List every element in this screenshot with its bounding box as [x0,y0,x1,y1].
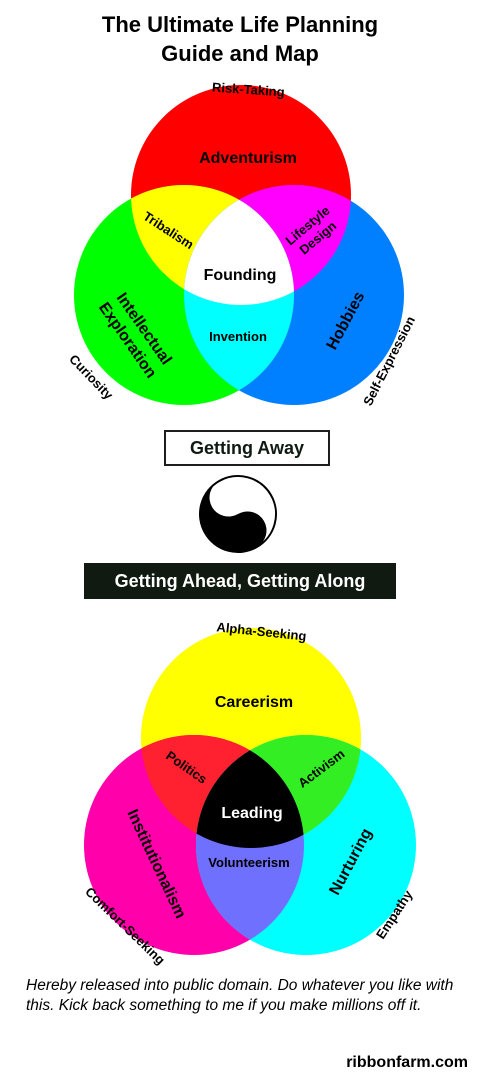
label-founding: Founding [204,267,277,284]
brand-link[interactable]: ribbonfarm.com [346,1054,468,1071]
getting-away-box: Getting Away [164,430,330,466]
top-venn-diagram: Adventurism Tribalism Lifestyle Design F… [66,79,418,408]
label-invention: Invention [209,329,267,344]
page-title: The Ultimate Life Planning Guide and Map [0,10,480,68]
getting-ahead-box: Getting Ahead, Getting Along [84,563,396,599]
title-line-2: Guide and Map [161,41,319,66]
label-adventurism: Adventurism [199,150,297,167]
yin-yang-icon [199,475,277,553]
license-note: Hereby released into public domain. Do w… [26,977,454,1014]
title-line-1: The Ultimate Life Planning [101,12,379,37]
outer-label-risk-taking: Risk-Taking [212,79,286,99]
label-volunteerism: Volunteerism [208,855,289,870]
bottom-venn-diagram: Careerism Politics Activism Leading Volu… [82,619,416,968]
label-careerism: Careerism [215,694,293,711]
overlap-founding [184,185,294,305]
label-leading: Leading [221,805,282,822]
overlap-leading [196,735,304,848]
